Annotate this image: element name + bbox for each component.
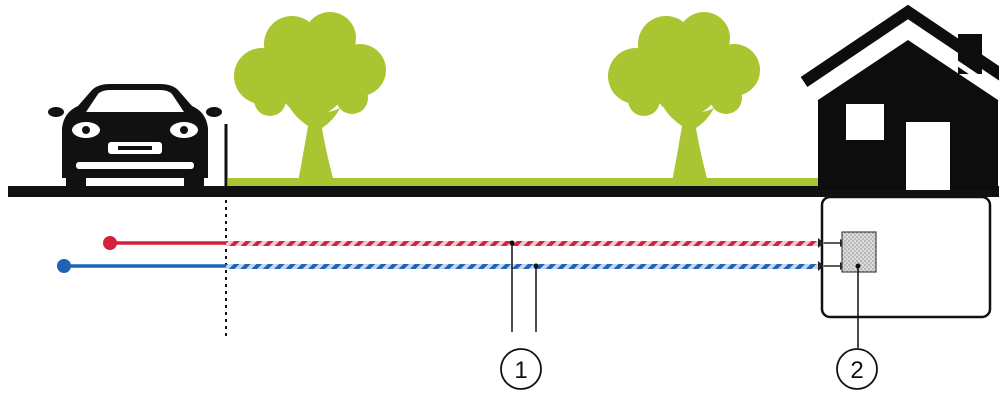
callout-2: 2 <box>836 348 878 390</box>
tree-icon <box>608 12 760 182</box>
callout-1-label: 1 <box>514 357 527 384</box>
callout-2-label: 2 <box>850 357 863 384</box>
callout-1: 1 <box>500 348 542 390</box>
red-pipe <box>103 236 846 250</box>
car-icon <box>48 84 222 186</box>
callout-2-leader <box>855 263 861 348</box>
blue-pipe <box>57 259 846 273</box>
ground-line <box>8 186 999 197</box>
house-icon <box>800 4 999 190</box>
house-basement-outline <box>820 195 992 319</box>
grass-strip <box>228 178 822 188</box>
tree-icon <box>234 12 386 182</box>
callout-1-leaders <box>509 240 539 332</box>
